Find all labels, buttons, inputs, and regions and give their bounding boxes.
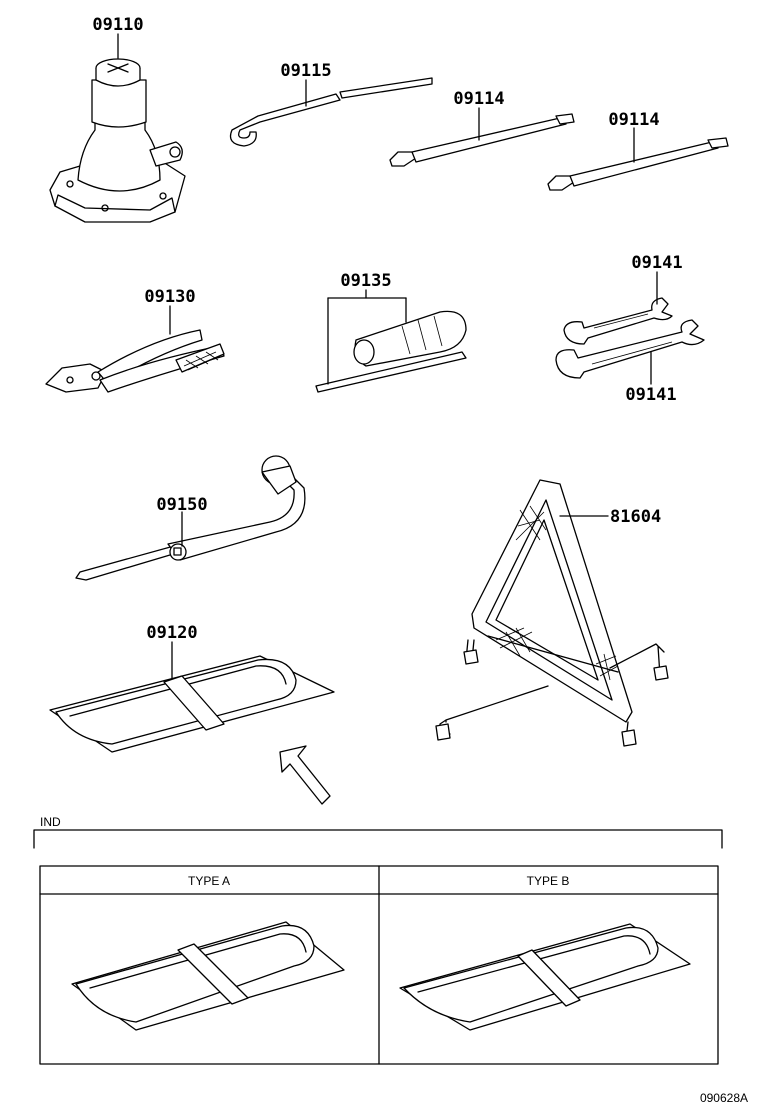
section-bracket — [33, 829, 723, 849]
part-label-09130: 09130 — [144, 287, 195, 307]
part-label-09114-a: 09114 — [453, 89, 504, 109]
pliers-illustration — [45, 305, 225, 393]
part-label-09120: 09120 — [146, 623, 197, 643]
part-label-09150: 09150 — [156, 495, 207, 515]
extension-bar-illustration-2 — [547, 127, 729, 191]
tool-bag-illustration — [49, 641, 335, 753]
part-label-09114-b: 09114 — [608, 110, 659, 130]
arrow-up-left-icon — [279, 745, 331, 805]
diagram-code: 090628A — [700, 1091, 748, 1105]
part-label-09141-b: 09141 — [625, 385, 676, 405]
type-table — [39, 865, 719, 1065]
part-label-09141-a: 09141 — [631, 253, 682, 273]
extension-bar-illustration-1 — [389, 107, 575, 167]
type-b-bag-illustration — [399, 923, 691, 1031]
warning-triangle-illustration — [435, 479, 669, 747]
part-label-09135: 09135 — [340, 271, 391, 291]
type-a-header: TYPE A — [188, 874, 230, 888]
section-label-ind: IND — [40, 815, 61, 829]
lug-wrench-illustration — [75, 455, 306, 581]
jack-illustration — [49, 33, 186, 223]
type-b-header: TYPE B — [527, 874, 570, 888]
jack-handle-illustration — [229, 77, 433, 147]
type-a-bag-illustration — [71, 921, 345, 1031]
part-label-81604: 81604 — [610, 507, 661, 527]
screwdriver-illustration — [315, 289, 467, 393]
part-label-09110: 09110 — [92, 15, 143, 35]
wrenches-illustration — [555, 271, 705, 385]
part-label-09115: 09115 — [280, 61, 331, 81]
